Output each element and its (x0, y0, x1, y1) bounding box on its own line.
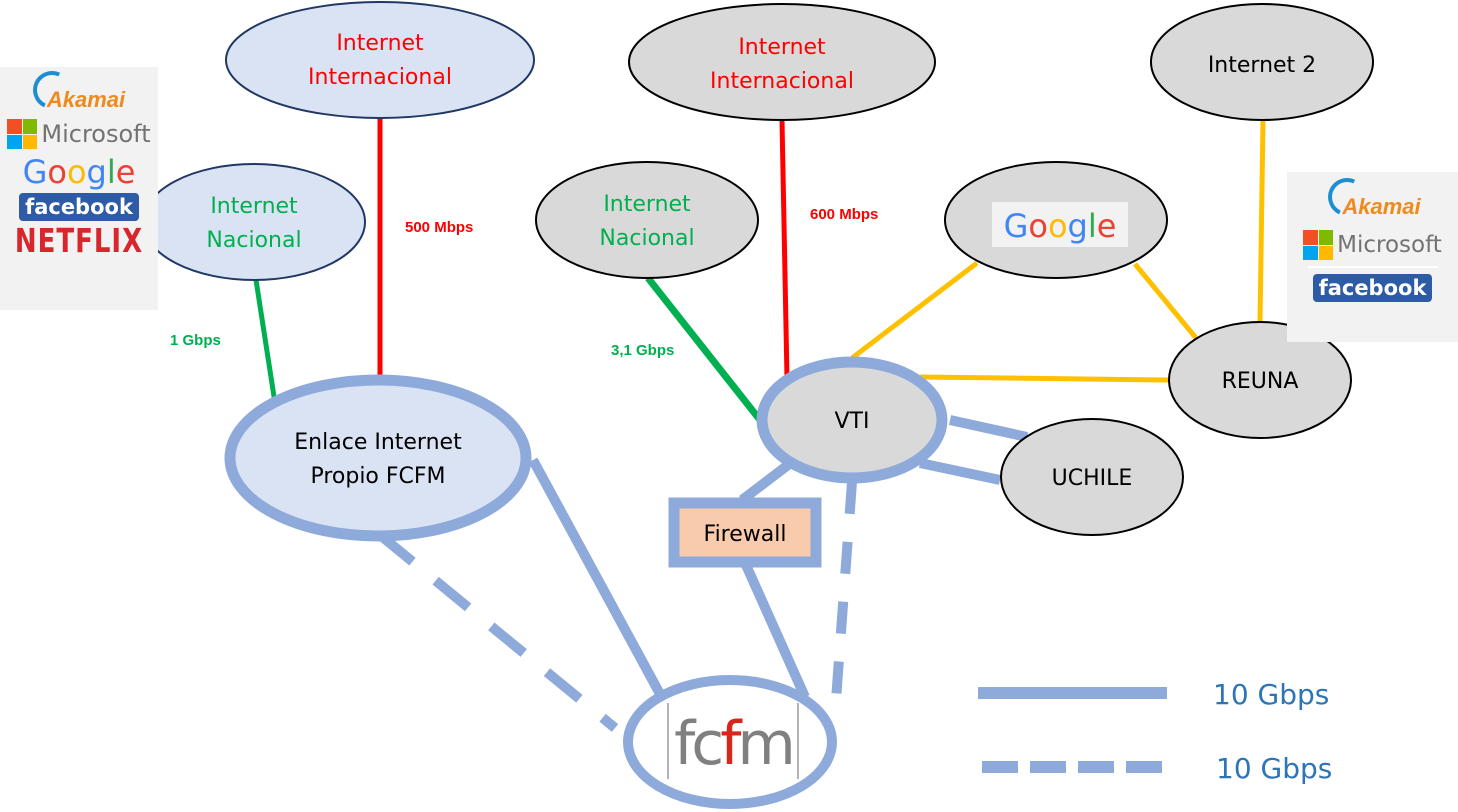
link-vti-uchile-1 (948, 415, 1029, 442)
microsoft-text: Microsoft (41, 120, 151, 148)
legend: 10 Gbps 10 Gbps (978, 678, 1332, 785)
node-label: Nacional (206, 228, 301, 253)
bandwidth-label-intl-right: 600 Mbps (810, 206, 878, 223)
link-vti-google (850, 261, 979, 360)
node-label: Internacional (308, 65, 452, 90)
link-firewall-fcfm (741, 562, 810, 700)
content-providers-logos-right: Akamai Microsoft facebook (1287, 172, 1458, 342)
google-logo: Google (22, 153, 136, 191)
node-label: Internet (336, 31, 424, 56)
link-natl-left (253, 279, 278, 404)
node-label: Enlace Internet (294, 430, 462, 455)
node-label: Propio FCFM (310, 464, 445, 489)
link-enlace-fcfm-solid (528, 457, 665, 697)
link-internet2-reuna (1257, 120, 1266, 323)
facebook-logo: facebook (19, 193, 139, 221)
legend-dashed-label: 10 Gbps (1216, 752, 1332, 785)
node-label: REUNA (1222, 369, 1299, 394)
microsoft-text: Microsoft (1337, 232, 1442, 258)
bandwidth-label-intl-left: 500 Mbps (405, 219, 473, 236)
microsoft-logo: Microsoft (1303, 230, 1442, 260)
node-label: VTI (835, 409, 870, 434)
node-label: Firewall (704, 522, 787, 547)
link-vti-fcfm-dashed (831, 481, 857, 701)
netflix-logo: NETFLIX (14, 223, 144, 261)
node-uchile: UCHILE (1000, 418, 1184, 536)
node-google: Google (944, 161, 1168, 279)
node-enlace-internet-propio: Enlace Internet Propio FCFM (224, 374, 532, 542)
node-label: Internet (210, 194, 298, 219)
node-label: Internacional (710, 69, 854, 94)
node-internet-internacional-left: Internet Internacional (225, 1, 535, 119)
link-vti-reuna (919, 374, 1169, 383)
node-internet-2: Internet 2 (1150, 3, 1374, 121)
microsoft-grid-icon (1303, 230, 1334, 260)
node-label: UCHILE (1052, 466, 1133, 491)
akamai-logo: Akamai (1323, 172, 1421, 222)
node-fcfm: fcfm (623, 675, 837, 809)
google-logo: Google (1004, 207, 1117, 245)
logo-divider (1307, 266, 1438, 268)
link-google-reuna (1133, 262, 1198, 340)
link-intl-right (779, 119, 790, 379)
link-vti-uchile-2 (918, 458, 1002, 485)
node-internet-nacional-right: Internet Nacional (535, 161, 759, 279)
content-providers-logos-left: Akamai Microsoft Google facebook NETFLIX (0, 65, 158, 310)
bandwidth-label-natl-left: 1 Gbps (170, 332, 221, 349)
node-vti: VTI (756, 356, 948, 484)
node-label: Internet (603, 192, 691, 217)
akamai-logo: Akamai (27, 65, 126, 115)
fcfm-logo: fcfm (674, 709, 792, 779)
node-firewall: Firewall (668, 497, 822, 568)
akamai-text: Akamai (46, 87, 126, 112)
node-label: Nacional (599, 226, 694, 251)
microsoft-grid-icon (7, 119, 38, 149)
node-internet-nacional-left: Internet Nacional (142, 163, 366, 281)
facebook-logo: facebook (1312, 274, 1433, 302)
link-enlace-fcfm-dashed (376, 531, 619, 732)
bandwidth-label-natl-right: 3,1 Gbps (611, 342, 674, 359)
node-internet-internacional-right: Internet Internacional (628, 3, 936, 121)
node-reuna: REUNA (1168, 321, 1352, 439)
microsoft-logo: Microsoft (7, 119, 151, 149)
link-vti-firewall (738, 461, 792, 504)
link-natl-right (645, 275, 763, 423)
legend-solid-label: 10 Gbps (1213, 678, 1329, 711)
node-label: Internet 2 (1208, 53, 1316, 78)
node-label: Internet (738, 35, 826, 60)
google-logo-background (992, 202, 1128, 247)
akamai-text: Akamai (1342, 194, 1421, 219)
